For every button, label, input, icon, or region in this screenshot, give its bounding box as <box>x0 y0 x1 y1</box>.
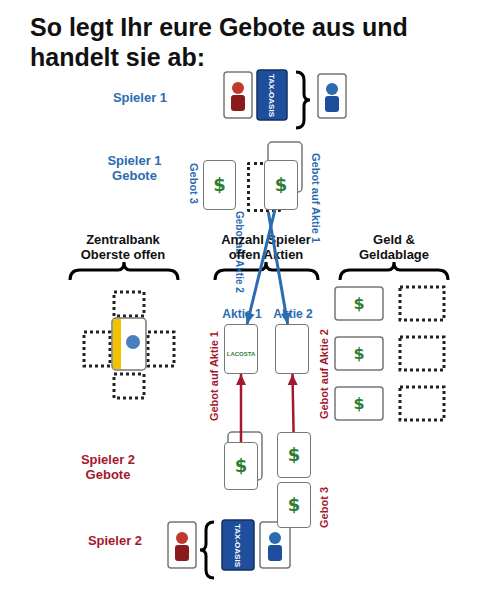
arrow-line <box>240 374 243 442</box>
curly-brace <box>215 262 318 280</box>
dollar-sign: $ <box>278 495 310 515</box>
token-card <box>260 522 290 568</box>
bank-card <box>112 318 146 370</box>
arrow-head <box>236 374 246 385</box>
card-heading: Aktie 2 <box>264 308 322 321</box>
money-card <box>335 387 383 420</box>
dollar-sign: $ <box>204 175 235 195</box>
bank-stripe <box>113 319 121 369</box>
game-card: Gebot auf Aktie 2$ <box>277 432 311 478</box>
player-token <box>318 74 346 118</box>
arrow-head <box>245 312 255 324</box>
curly-brace <box>340 262 448 280</box>
empty-slot <box>114 292 144 316</box>
brand-name: TAX-OASIS <box>267 74 276 117</box>
empty-slot <box>114 374 144 398</box>
bid-arrow <box>236 374 246 442</box>
figure-head <box>232 82 244 94</box>
game-card: Gebot 3$ <box>203 160 236 210</box>
money-card <box>335 287 383 320</box>
arrow-head <box>288 374 298 385</box>
section-label: Geld & Geldablage <box>342 232 446 262</box>
player-card <box>257 70 287 120</box>
player-token <box>168 522 196 568</box>
token-card <box>168 522 196 568</box>
empty-slot <box>84 332 110 366</box>
card-heading: Gebot auf Aktie 1 <box>208 331 221 421</box>
figure-head <box>326 83 338 95</box>
figure-body <box>231 95 245 111</box>
dollar-sign: $ <box>335 387 383 420</box>
section-label: Spieler 1 <box>100 90 180 105</box>
money-card <box>335 337 383 370</box>
dollar-sign: $ <box>335 337 383 370</box>
diagram-title: So legt Ihr eure Gebote aus und handelt … <box>30 12 498 72</box>
player-token <box>224 72 252 118</box>
token-card <box>224 72 252 118</box>
arrow-head <box>281 312 291 324</box>
brand-name: TAX-OASIS <box>233 524 242 567</box>
bank-logo <box>126 335 140 349</box>
empty-slot <box>400 287 444 320</box>
game-card: Aktie 1LACOSTA <box>224 324 258 374</box>
section-label: Zentralbank Oberste offen <box>67 232 179 262</box>
arrow-line <box>247 210 275 324</box>
figure-body <box>268 545 282 561</box>
game-card: Gebot auf Aktie 1$ <box>224 442 258 490</box>
section-label: Spieler 2 <box>75 533 155 548</box>
game-card: Gebot 3$ <box>277 482 311 528</box>
brand-name: LACOSTA <box>225 351 257 358</box>
dollar-sign: $ <box>225 456 257 476</box>
dollar-sign: $ <box>335 287 383 320</box>
figure-head <box>269 532 281 544</box>
card-heading: Gebot 3 <box>187 163 200 204</box>
curly-brace <box>296 72 310 128</box>
figure-head <box>176 532 188 544</box>
card-heading: Aktie 1 <box>213 308 271 321</box>
dollar-sign: $ <box>278 445 310 465</box>
card-heading: Gebot auf Aktie 1 <box>309 153 322 243</box>
figure-body <box>175 545 189 561</box>
arrow-line <box>292 374 293 432</box>
section-label: Spieler 1 Gebote <box>97 153 172 183</box>
arrow-line <box>268 212 287 324</box>
game-card: Aktie 2 <box>275 324 309 374</box>
curly-brace <box>200 522 214 578</box>
game-card: Gebot auf Aktie 1$ <box>264 160 298 210</box>
card-heading: Gebot 3 <box>318 487 331 528</box>
empty-slot <box>148 332 174 366</box>
bid-arrow <box>288 374 298 432</box>
section-label: Anzahl Spieler offen Aktien <box>209 232 323 262</box>
empty-slot <box>400 337 444 370</box>
player-card <box>222 520 254 570</box>
player-token <box>260 522 290 568</box>
figure-body <box>325 96 339 112</box>
token-card <box>318 74 346 118</box>
bid-arrow <box>245 210 275 324</box>
empty-slot <box>400 387 444 420</box>
section-label: Spieler 2 Gebote <box>68 452 148 482</box>
card-heading: Gebot auf Aktie 2 <box>318 329 331 419</box>
curly-brace <box>70 262 178 280</box>
bid-arrow <box>268 212 290 324</box>
dollar-sign: $ <box>265 175 297 195</box>
